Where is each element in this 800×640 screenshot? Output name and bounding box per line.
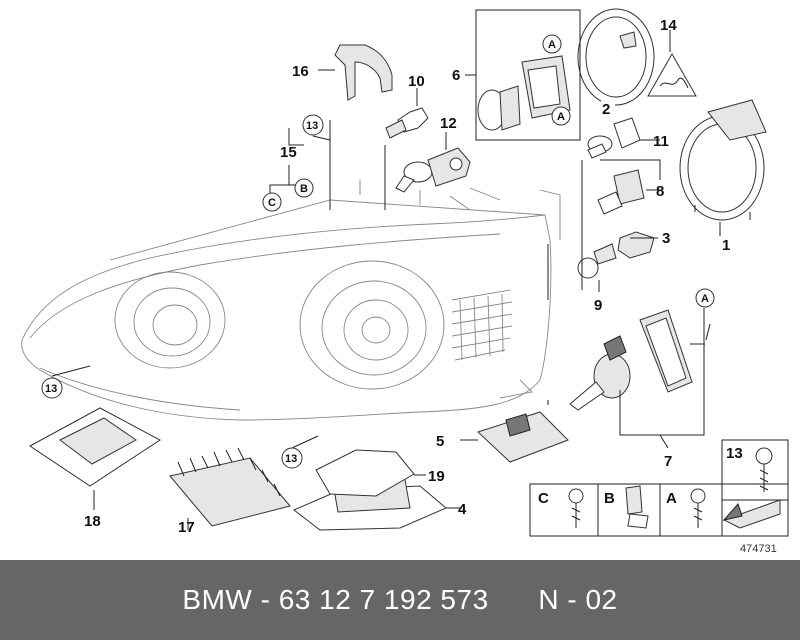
- circled-letters: A A A B C: [262, 34, 715, 308]
- legend-letters: C B A: [538, 490, 677, 507]
- small-parts-legend: [529, 439, 789, 537]
- legend-letter-a: A: [666, 490, 677, 507]
- callout-18: 18: [84, 513, 101, 530]
- callout-3: 3: [662, 230, 670, 247]
- screw-part-13-box: [755, 447, 773, 492]
- callout-1: 1: [722, 237, 730, 254]
- callout-2: 2: [602, 101, 610, 118]
- screw-part-c-box: [568, 488, 584, 528]
- bulb-part-10: [385, 107, 429, 139]
- socket-part-3: [617, 231, 655, 259]
- callout-13-bottom: 13: [285, 453, 297, 465]
- warning-label-part-14: [647, 52, 697, 97]
- callout-4: 4: [458, 501, 467, 518]
- clip-part-b-box: [625, 485, 649, 529]
- lamp-housing-part-1: [679, 99, 767, 221]
- exploded-parts-diagram: 1 2 3 4 5 6 7 8 9 10 11 12 15 16 17 18 1…: [21, 8, 789, 555]
- cover-ring-part-2: [577, 8, 655, 106]
- caption-position-label: N - 02: [538, 584, 618, 615]
- callout-17: 17: [178, 519, 195, 536]
- screw-part-a-box: [690, 488, 706, 528]
- callout-12: 12: [440, 115, 457, 132]
- callout-13-box: 13: [726, 445, 743, 462]
- headlight-housing-outline: [21, 180, 561, 421]
- ballast-part-5: [477, 411, 569, 463]
- letter-a-right: A: [701, 293, 709, 305]
- seal-part-19: [315, 449, 415, 497]
- bracket-part-16: [334, 44, 393, 101]
- callout-2-bg: [601, 98, 615, 116]
- callout-10: 10: [408, 73, 425, 90]
- letter-b: B: [300, 183, 308, 195]
- callout-13-left: 13: [45, 383, 57, 395]
- bulb-part-8: [597, 169, 645, 215]
- caption-separator: -: [252, 584, 279, 615]
- heatsink-part-17: [169, 447, 291, 527]
- control-unit-part-6: [477, 55, 571, 131]
- module-tray-part-18: [29, 407, 161, 487]
- leader-lines: [51, 9, 721, 530]
- callout-9: 9: [594, 297, 602, 314]
- letter-a-mid: A: [557, 111, 565, 123]
- legend-letter-b: B: [604, 490, 615, 507]
- bulb-part-11: [587, 117, 641, 159]
- callout-6: 6: [452, 67, 460, 84]
- callout-15: 15: [280, 144, 297, 161]
- letter-c: C: [268, 197, 276, 209]
- caption-spacer: [489, 584, 539, 616]
- callout-numbers: 1 2 3 4 5 6 7 8 9 10 11 12 15 16 17 18 1…: [84, 17, 743, 536]
- callout-14: 14: [660, 17, 677, 34]
- callout-16: 16: [292, 63, 309, 80]
- callout-8: 8: [656, 183, 664, 200]
- arrow-symbol-box: [722, 499, 781, 529]
- part-number-caption-bar: BMW - 63 12 7 192 573 N - 02: [0, 560, 800, 640]
- bulb-part-12: [395, 147, 471, 193]
- caption-part-number: 63 12 7 192 573: [278, 584, 489, 615]
- callout-7: 7: [664, 453, 672, 470]
- callout-11: 11: [653, 133, 669, 150]
- callout-5: 5: [436, 433, 444, 450]
- callout-19: 19: [428, 468, 445, 485]
- callout-13-top: 13: [306, 120, 318, 132]
- igniter-part-7: [569, 309, 693, 411]
- circled-callouts-13: 13 13 13: [41, 114, 324, 469]
- bulb-part-9: [577, 243, 617, 279]
- legend-letter-c: C: [538, 490, 549, 507]
- caption-brand: BMW: [182, 584, 253, 615]
- diagram-id-label: 474731: [740, 543, 777, 555]
- letter-a-top: A: [548, 39, 556, 51]
